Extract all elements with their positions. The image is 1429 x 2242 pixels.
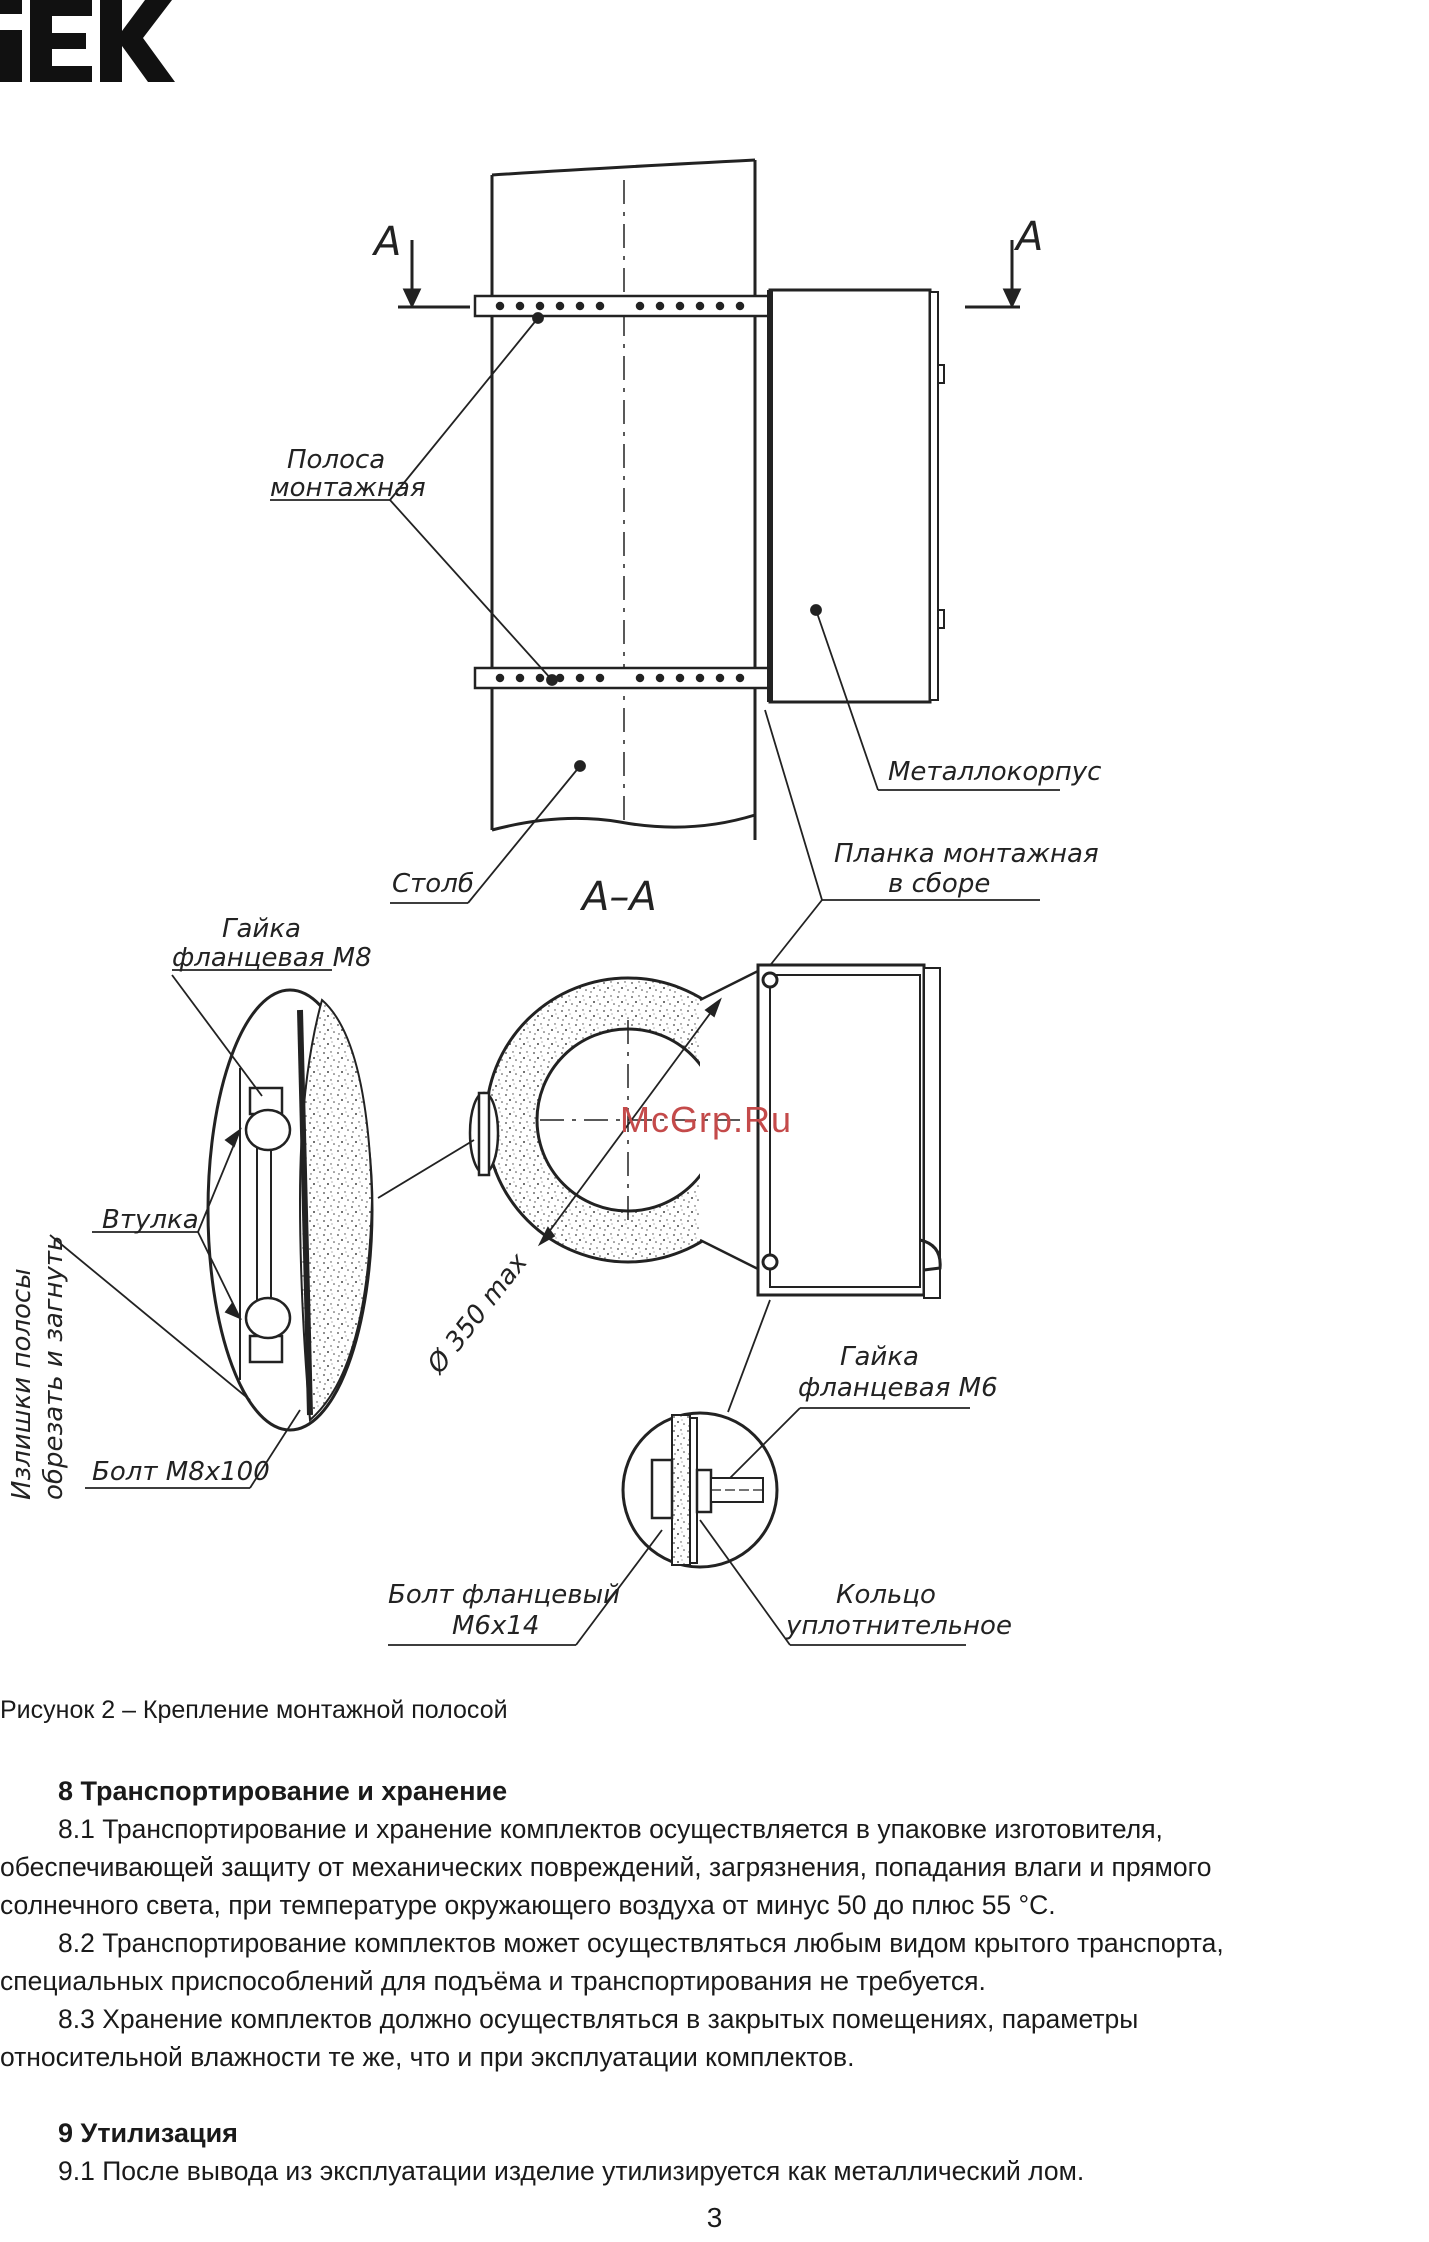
paragraph-8-3-line1: 8.3 Хранение комплектов должно осуществл… — [58, 2004, 1139, 2034]
figure-caption: Рисунок 2 – Крепление монтажной полосой — [0, 1696, 508, 1724]
paragraph-8-1-line2: обеспечивающей защиту от механических по… — [0, 1852, 1212, 1882]
section-arrow-right — [965, 240, 1022, 309]
section-heading-8: 8 Транспортирование и хранение — [58, 1776, 508, 1806]
label-bolt-m6-2: М6х14 — [452, 1611, 539, 1641]
section-letter-a-left: А — [371, 219, 401, 265]
iek-logo — [0, 0, 175, 82]
label-metallokorpus: Металлокорпус — [888, 757, 1101, 787]
label-gaika-m6-1: Гайка — [840, 1342, 919, 1372]
label-bolt-m8: Болт М8х100 — [92, 1457, 270, 1487]
paragraph-8-1-line3: солнечного света, при температуре окружа… — [0, 1890, 1056, 1920]
clamp-detail-small — [468, 1091, 500, 1177]
leader-lines-bottom — [388, 1299, 970, 1646]
section-letter-a-right: А — [1013, 214, 1043, 260]
label-koltso-2: уплотнительное — [785, 1611, 1012, 1641]
label-gaika-m8-1: Гайка — [222, 914, 301, 944]
watermark-text: McGrp.Ru — [620, 1099, 792, 1140]
paragraph-8-2-line1: 8.2 Транспортирование комплектов может о… — [58, 1928, 1224, 1958]
section-arrow-left — [398, 240, 470, 309]
label-planka-1: Планка монтажная — [834, 839, 1099, 869]
pole-side-view — [490, 158, 757, 840]
label-polosa-1: Полоса — [287, 445, 385, 475]
mounting-drawing: А А Полоса монтажная Металлокорпус Планк… — [7, 158, 1101, 1646]
label-diameter: Ø 350 max — [421, 1247, 534, 1380]
label-planka-2: в сборе — [888, 869, 990, 899]
label-stolb: Столб — [392, 869, 474, 899]
diameter-dimension — [537, 997, 722, 1247]
label-koltso-1: Кольцо — [836, 1580, 936, 1610]
label-polosa-2: монтажная — [270, 473, 426, 503]
metal-enclosure-side — [767, 288, 945, 704]
metal-enclosure-section — [756, 963, 942, 1299]
section-heading-9: 9 Утилизация — [58, 2118, 238, 2148]
leader-lines-left — [49, 969, 475, 1489]
paragraph-8-1-line1: 8.1 Транспортирование и хранение комплек… — [58, 1814, 1163, 1844]
label-izlishki-2: обрезать и загнуть — [39, 1236, 69, 1500]
label-vtulka: Втулка — [102, 1205, 199, 1235]
mounting-strip-top — [473, 294, 772, 318]
label-gaika-m8-2: фланцевая М8 — [172, 943, 372, 973]
label-izlishki-1: Излишки полосы — [7, 1268, 37, 1500]
body-text: 8 Транспортирование и хранение 8.1 Транс… — [0, 1772, 1429, 2190]
paragraph-8-2-line2: специальных приспособлений для подъёма и… — [0, 1966, 986, 1996]
label-gaika-m6-2: фланцевая М6 — [798, 1373, 998, 1403]
left-detail-bolt-m8 — [206, 988, 374, 1432]
leader-lines-top — [270, 312, 1060, 969]
section-title-aa: А–А — [579, 874, 657, 920]
mounting-strip-bottom — [473, 666, 772, 690]
label-bolt-m6-1: Болт фланцевый — [388, 1580, 620, 1610]
paragraph-9-1-line1: 9.1 После вывода из эксплуатации изделие… — [58, 2156, 1085, 2186]
page-number: 3 — [706, 2202, 723, 2233]
paragraph-8-3-line2: относительной влажности те же, что и при… — [0, 2042, 855, 2072]
bottom-detail-bolt-m6 — [621, 1411, 779, 1569]
